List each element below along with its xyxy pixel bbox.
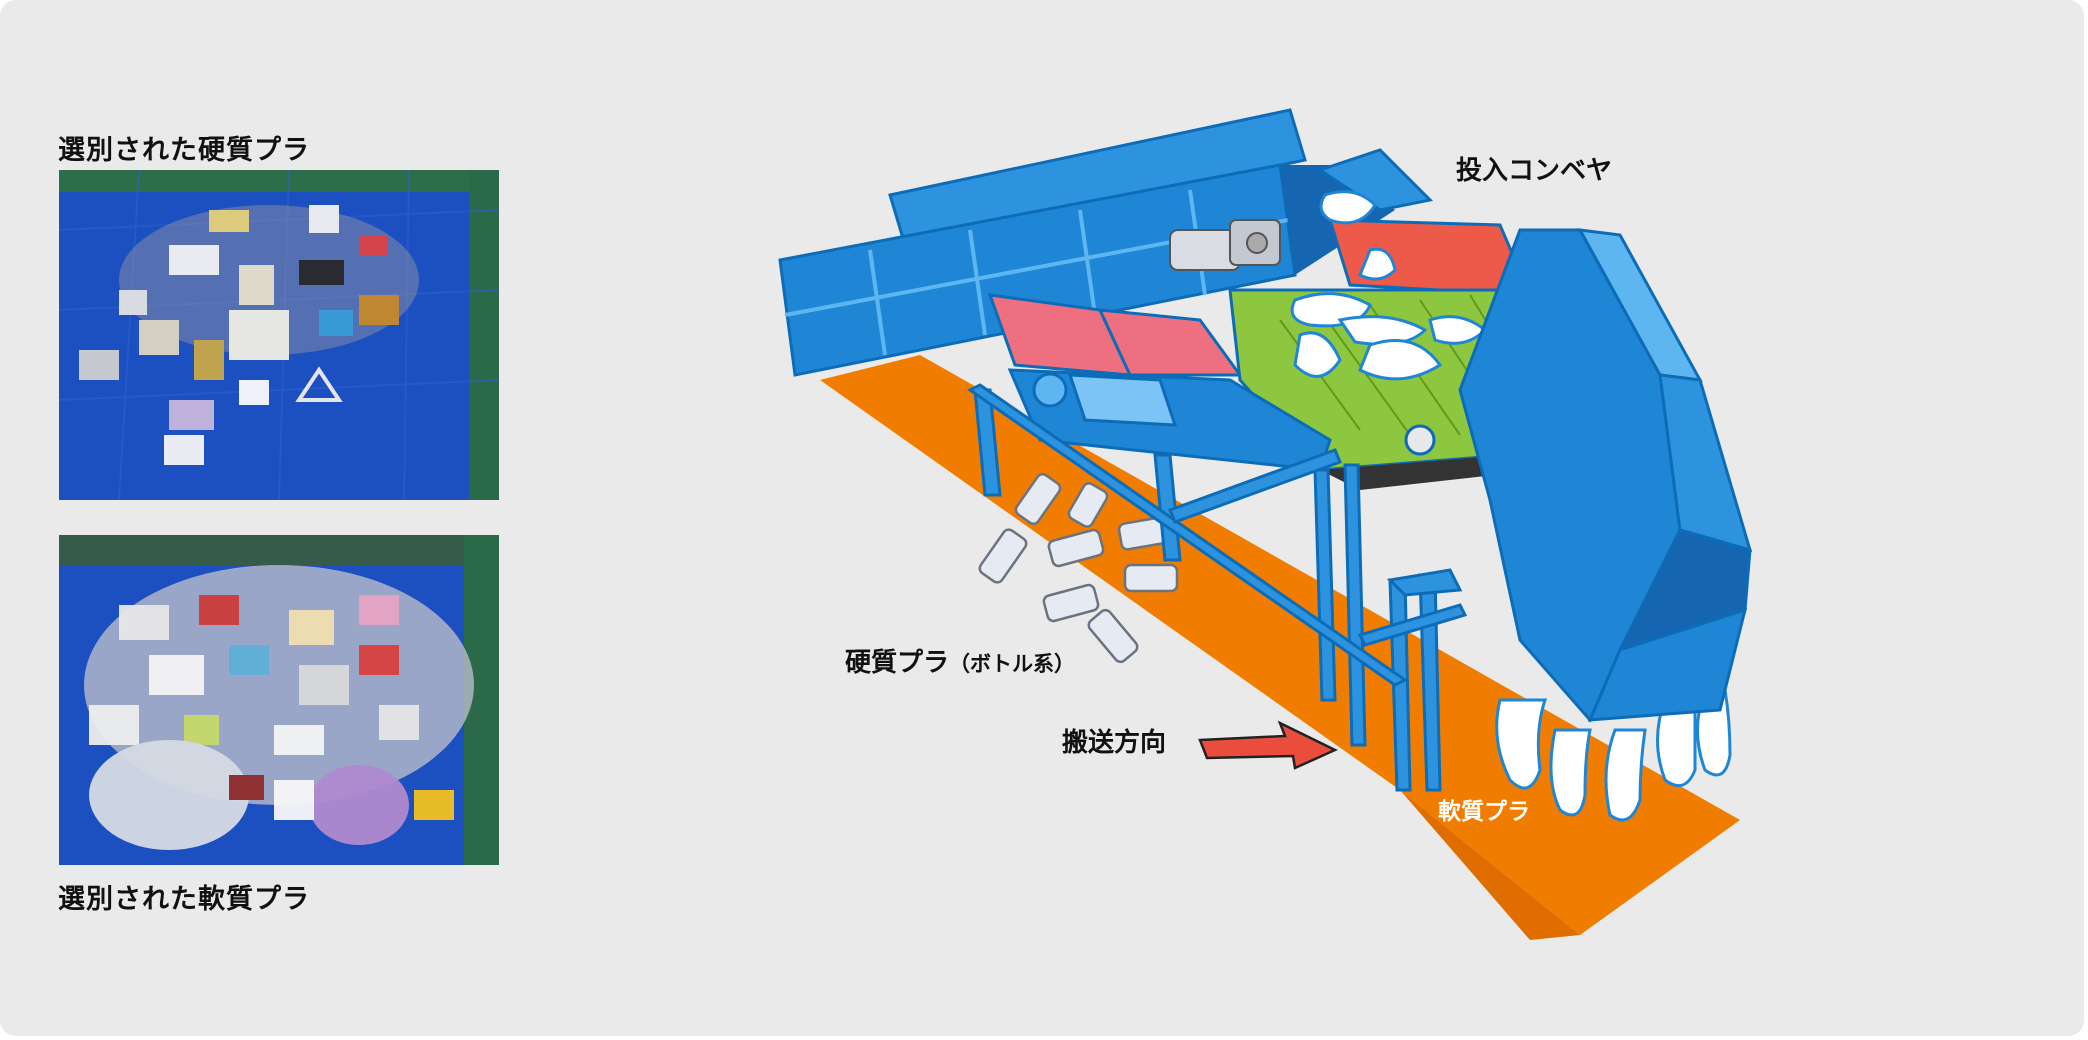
hard-plastics-label-main: 硬質プラ bbox=[845, 648, 950, 678]
hard-plastics-label-sub: （ボトル系） bbox=[949, 652, 1076, 676]
direction-arrow-icon bbox=[1198, 720, 1338, 770]
soft-plastics-label: 軟質プラ bbox=[1438, 799, 1530, 825]
feed-conveyor-label: 投入コンベヤ bbox=[1456, 156, 1613, 186]
soft-plastics-caption: 選別された軟質プラ bbox=[58, 884, 310, 915]
sorting-machine-illustration bbox=[778, 108, 1753, 940]
hard-plastics-label: 硬質プラ（ボトル系） bbox=[845, 642, 1075, 679]
transport-direction-label: 搬送方向 bbox=[1062, 728, 1167, 758]
hard-plastics-photo bbox=[59, 170, 499, 500]
soft-plastics-photo bbox=[59, 535, 499, 865]
hard-plastics-caption: 選別された硬質プラ bbox=[58, 135, 310, 166]
